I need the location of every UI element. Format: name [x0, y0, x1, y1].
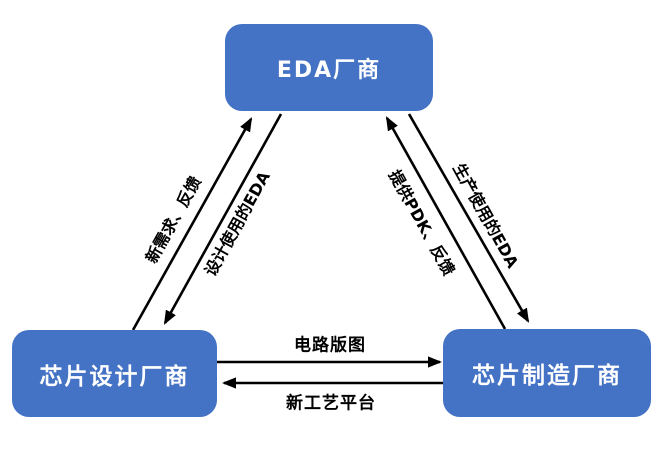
node-chip-manufacture-vendor-label: 芯片制造厂商 [472, 363, 622, 389]
edge-label-circuit-layout: 电路版图 [294, 335, 366, 356]
arrow-eda-to-design [163, 113, 283, 325]
node-eda-vendor-label: EDA厂商 [276, 57, 382, 83]
node-chip-design-vendor-label: 芯片设计厂商 [39, 363, 190, 390]
arrow-manufacture-to-eda [385, 116, 507, 330]
node-chip-design-vendor: 芯片设计厂商 [12, 330, 217, 417]
arrow-eda-to-manufacture [407, 113, 530, 323]
arrow-design-to-eda [131, 117, 253, 331]
edge-label-new-process-platform: 新工艺平台 [286, 393, 376, 414]
node-chip-manufacture-vendor: 芯片制造厂商 [443, 329, 651, 417]
node-eda-vendor: EDA厂商 [225, 24, 433, 111]
